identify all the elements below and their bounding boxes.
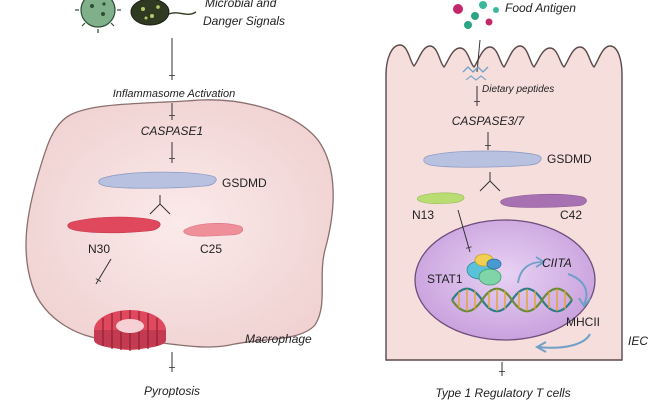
n30-fragment [67,216,161,234]
c42-label: C42 [560,208,582,222]
n13-fragment [416,192,465,204]
pyroptosis-label: Pyroptosis [144,384,200,398]
n30-label: N30 [88,242,110,256]
inflammasome-activation-label: Inflammasome Activation [113,88,235,100]
gsdmd-protein [98,171,217,189]
iec-gsdmd-label: GSDMD [547,152,592,166]
ciita-to-mhcii-arrow [567,273,588,305]
microbial-signals-label-line1: Microbial and [205,0,277,10]
stat1-label: STAT1 [427,272,463,286]
mhcii-label: MHCII [566,315,600,329]
type1-regulatory-t-cells-label: Type 1 Regulatory T cells [435,386,570,400]
mhcii-export-arrow [537,333,591,349]
gsdmd-label: GSDMD [222,176,267,190]
macrophage-cell [25,99,334,348]
cleavage-fork [149,195,171,215]
food-antigen-label: Food Antigen [505,1,576,15]
iec-label: IEC [628,334,648,348]
ciita-label: CIITA [542,256,572,270]
microbial-signals-label-line2: Danger Signals [203,14,285,28]
ciita-induction-arrow [517,261,543,284]
stat1-complex-icon [466,253,502,286]
dna-helix-icon [451,287,573,313]
n13-to-stat1-arrow [457,209,470,253]
macrophage-label: Macrophage [245,332,312,346]
bacterium-icon [130,0,197,26]
virus-icon [75,0,121,33]
macrophage-panel: Microbial and Danger Signals Inflammasom… [25,0,334,398]
iec-panel: Food Antigen Dietary peptides CASPASE3/7… [385,1,648,400]
caspase37-label: CASPASE3/7 [452,114,526,128]
c25-label: C25 [200,242,222,256]
c42-fragment [500,193,587,208]
c25-fragment [183,223,243,237]
iec-gsdmd-protein [423,150,542,168]
gsdmd-pore-icon [94,310,166,351]
dietary-peptides-icon [462,66,489,73]
caspase1-label: CASPASE1 [141,124,203,138]
dietary-peptides-label: Dietary peptides [482,84,554,95]
n13-label: N13 [412,208,434,222]
iec-cleavage-fork [479,172,501,192]
n30-to-pore-arrow [95,258,112,285]
food-antigen-icon [453,1,499,29]
